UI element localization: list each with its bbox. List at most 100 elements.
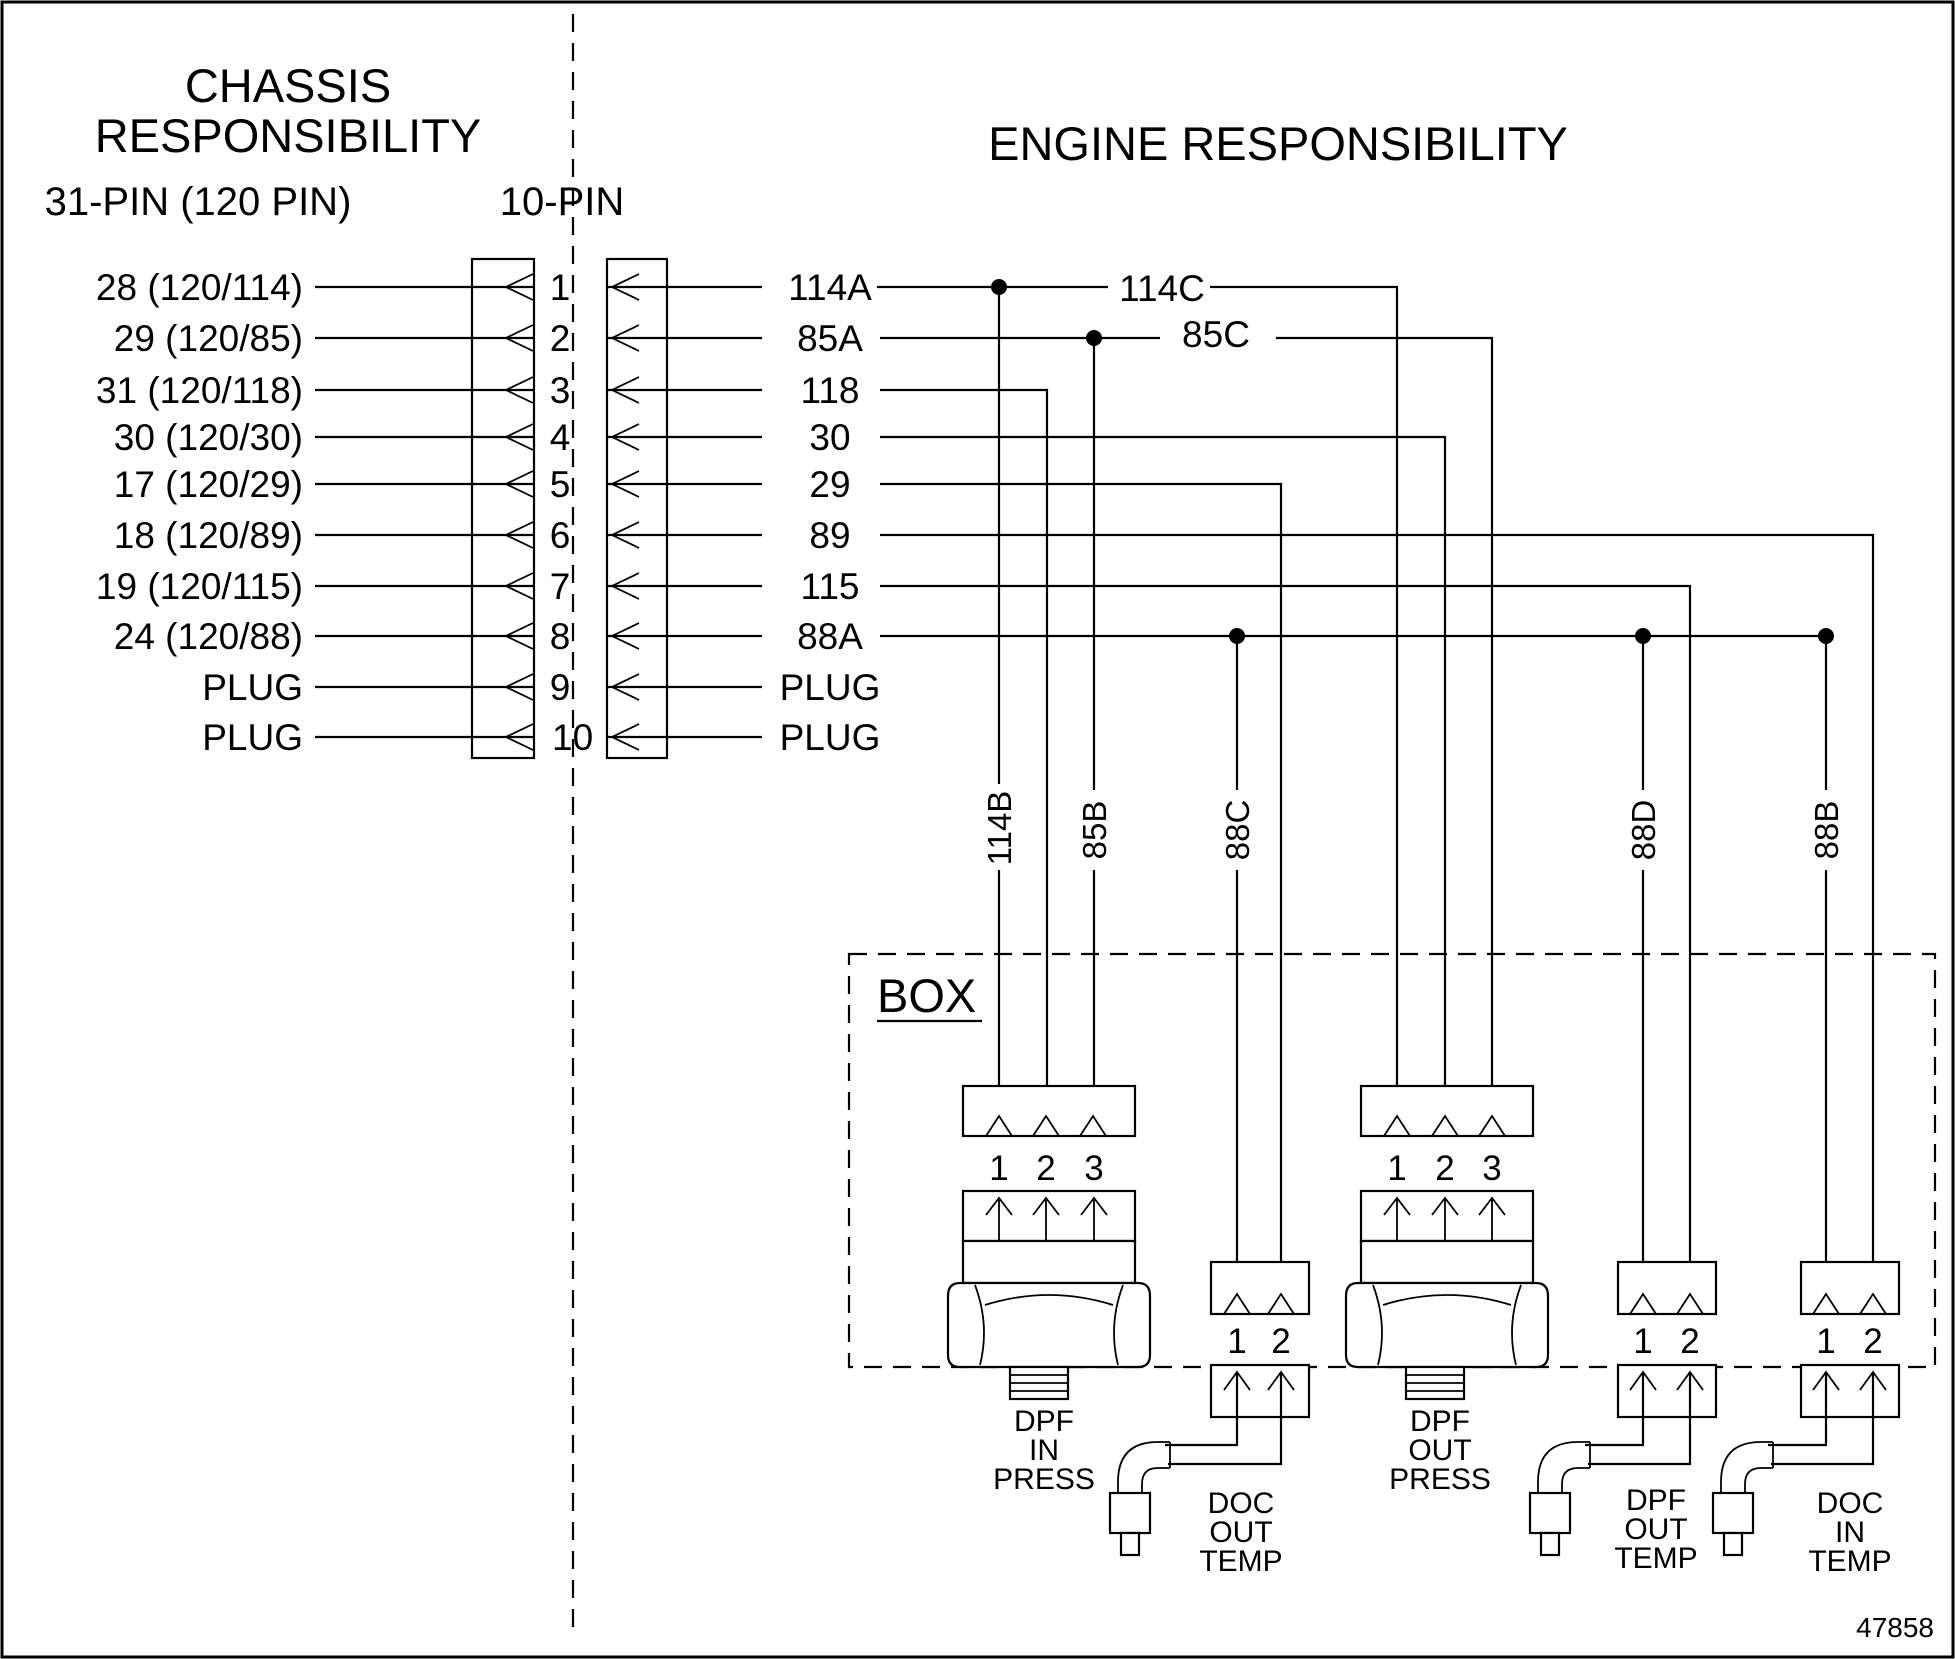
dpf-out-press-sensor: 1 2 3 DPF OUT PRESS xyxy=(1344,1084,1550,1496)
pin-number-1: 1 xyxy=(550,267,571,308)
doc-in-temp-lead-wires xyxy=(1768,1372,1875,1466)
doc-out-temp-label-line1: DOC xyxy=(1208,1487,1275,1520)
dpf-out-press-harness-terminals xyxy=(1383,1114,1506,1137)
dpf-out-press-hex-facets xyxy=(1372,1284,1522,1366)
dpf-in-press-thread-lines xyxy=(1010,1374,1068,1392)
wire-label-85b: 85B xyxy=(1076,801,1113,860)
pin-number-9: 9 xyxy=(550,667,571,708)
wire-85c xyxy=(1276,336,1494,1090)
doc-in-temp-sensor-connector xyxy=(1799,1363,1901,1419)
wire-label-114b: 114B xyxy=(981,791,1018,866)
engine-circuit-label-1: 114A xyxy=(788,267,872,308)
wire-89 xyxy=(880,533,1875,1264)
doc-in-temp-probe xyxy=(1722,1531,1744,1557)
dpf-out-press-label-line2: OUT xyxy=(1408,1434,1471,1467)
dpf-out-temp-pin-1: 1 xyxy=(1633,1322,1652,1361)
doc-in-temp-label-line3: TEMP xyxy=(1808,1545,1891,1578)
engine-circuit-label-5: 29 xyxy=(809,464,850,505)
wires xyxy=(877,285,1875,1264)
chassis-circuit-label-9: PLUG xyxy=(202,667,303,708)
chassis-circuit-label-7: 19 (120/115) xyxy=(96,566,303,607)
doc-out-temp-sensor-connector xyxy=(1209,1363,1311,1419)
dpf-in-press-pin-2: 2 xyxy=(1036,1149,1055,1188)
doc-in-temp-harness-connector xyxy=(1799,1260,1901,1316)
doc-out-temp-harness-terminals xyxy=(1223,1292,1295,1315)
doc-in-temp-elbow xyxy=(1720,1441,1774,1493)
dpf-in-press-hex-facets xyxy=(974,1284,1124,1366)
dpf-out-temp-elbow xyxy=(1537,1441,1591,1493)
dpf-out-temp-label-line2: OUT xyxy=(1624,1513,1687,1546)
pin-number-8: 8 xyxy=(550,616,571,657)
engine-terminal-10 xyxy=(609,723,640,751)
chassis-heading-line2: RESPONSIBILITY xyxy=(95,109,482,162)
doc-out-temp-pin-1: 1 xyxy=(1227,1322,1246,1361)
dpf-out-temp-lead-wires xyxy=(1585,1372,1692,1466)
chassis-terminal-5 xyxy=(503,470,534,498)
wire-29 xyxy=(880,482,1283,1264)
dpf-in-press-hex-body xyxy=(946,1281,1152,1369)
chassis-circuit-label-3: 31 (120/118) xyxy=(96,370,303,411)
chassis-heading-line1: CHASSIS xyxy=(185,59,391,112)
dpf-out-temp-probe xyxy=(1539,1531,1561,1557)
dpf-in-press-sensor-neck xyxy=(961,1239,1137,1285)
wire-label-85c: 85C xyxy=(1182,314,1250,355)
doc-in-temp-pin-1: 1 xyxy=(1816,1322,1835,1361)
engine-circuit-label-4: 30 xyxy=(809,417,850,458)
chassis-circuit-label-2: 29 (120/85) xyxy=(114,318,303,359)
engine-terminal-3 xyxy=(609,376,640,404)
pin-number-4: 4 xyxy=(550,417,571,458)
dpf-out-press-thread-lines xyxy=(1406,1374,1464,1392)
dpf-in-press-pin-1: 1 xyxy=(989,1149,1008,1188)
splice-dots xyxy=(991,279,1834,644)
engine-circuit-label-6: 89 xyxy=(809,515,850,556)
doc-out-temp-elbow xyxy=(1117,1441,1171,1493)
dpf-out-temp-harness-connector xyxy=(1616,1260,1718,1316)
dpf-in-press-label-line1: DPF xyxy=(1014,1405,1074,1438)
doc-in-temp-label-line2: IN xyxy=(1835,1516,1865,1549)
engine-circuit-label-2: 85A xyxy=(797,318,863,359)
engine-circuit-label-8: 88A xyxy=(797,616,863,657)
doc-in-temp-nut xyxy=(1711,1491,1755,1535)
chassis-terminal-3 xyxy=(503,376,534,404)
pin-row-3: 31 (120/118) 3 118 xyxy=(96,370,860,411)
dpf-out-press-pin-2: 2 xyxy=(1435,1149,1454,1188)
dpf-in-press-sensor-terminals xyxy=(985,1196,1108,1241)
chassis-terminal-6 xyxy=(503,521,534,549)
doc-out-temp-harness-connector xyxy=(1209,1260,1311,1316)
chassis-terminal-2 xyxy=(503,324,534,352)
wire-115 xyxy=(880,584,1692,1264)
doc-in-temp-harness-terminals xyxy=(1812,1292,1887,1315)
dpf-in-press-harness-terminals xyxy=(985,1114,1107,1137)
chassis-circuit-label-4: 30 (120/30) xyxy=(114,417,303,458)
dpf-out-press-pin-1: 1 xyxy=(1387,1149,1406,1188)
pin-number-5: 5 xyxy=(550,464,571,505)
doc-in-temp-label-line1: DOC xyxy=(1817,1487,1884,1520)
dpf-out-press-sensor-terminals xyxy=(1383,1196,1506,1241)
engine-terminal-9 xyxy=(609,673,640,701)
dpf-in-press-label-line3: PRESS xyxy=(993,1463,1095,1496)
dpf-out-temp-pin-2: 2 xyxy=(1680,1322,1699,1361)
engine-terminal-7 xyxy=(609,572,640,600)
chassis-circuit-label-6: 18 (120/89) xyxy=(114,515,303,556)
engine-heading: ENGINE RESPONSIBILITY xyxy=(988,117,1568,170)
engine-circuit-label-3: 118 xyxy=(801,370,860,411)
chassis-terminal-1 xyxy=(503,273,534,301)
engine-10-pin-connector xyxy=(605,257,669,760)
dpf-out-press-harness-connector xyxy=(1359,1084,1535,1138)
pin-number-3: 3 xyxy=(550,370,571,411)
engine-terminal-8 xyxy=(609,622,640,650)
chassis-terminal-10 xyxy=(503,723,534,751)
chassis-circuit-label-10: PLUG xyxy=(202,717,303,758)
wire-label-88d: 88D xyxy=(1625,800,1662,861)
engine-terminal-4 xyxy=(609,423,640,451)
dpf-in-press-sensor-connector xyxy=(961,1189,1137,1243)
dpf-out-temp-label-line3: TEMP xyxy=(1614,1542,1697,1575)
doc-out-temp-pin-2: 2 xyxy=(1271,1322,1290,1361)
figure-number: 47858 xyxy=(1856,1612,1934,1643)
